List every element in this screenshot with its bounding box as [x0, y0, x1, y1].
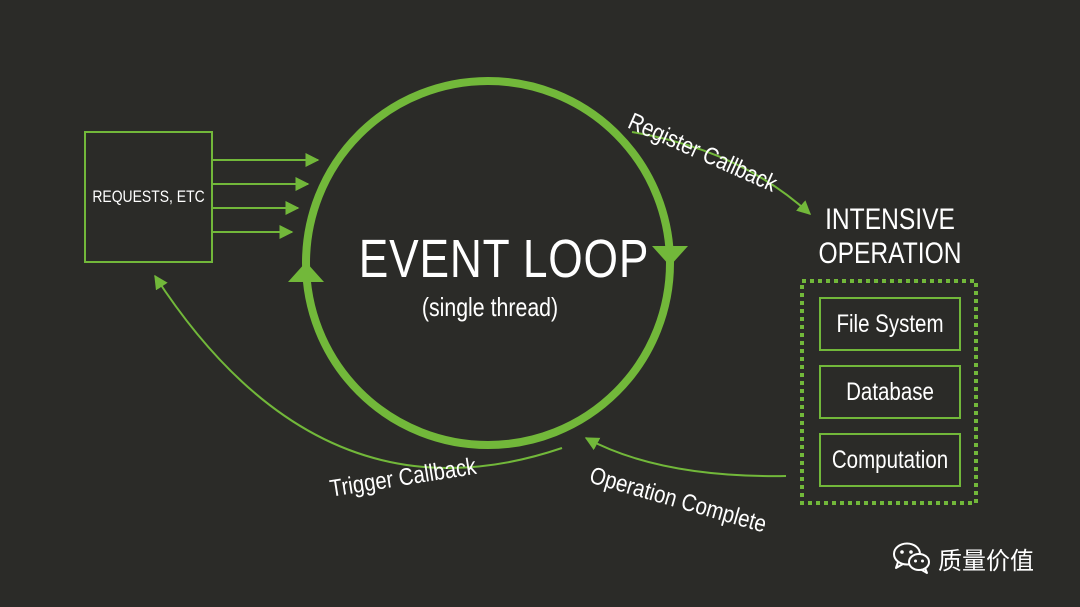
- database-box: [819, 365, 961, 419]
- register-callback-arrow: [631, 131, 812, 215]
- computation-label: Computation: [831, 445, 949, 474]
- database-label: Database: [846, 377, 934, 406]
- watermark-text: 质量价值: [938, 546, 1034, 575]
- loop-arrowhead-left: [288, 262, 324, 282]
- loop-arrowhead-right: [652, 246, 688, 266]
- intensive-operation-container: [800, 279, 978, 505]
- requests-label: REQUESTS, ETC: [92, 187, 205, 206]
- file-system-box: [819, 297, 961, 351]
- event-loop-title: EVENT LOOP: [358, 229, 650, 289]
- event-loop-subtitle: (single thread): [421, 292, 559, 322]
- trigger-callback-arrow: [154, 274, 563, 469]
- intensive-operation-title-line1: INTENSIVE: [825, 203, 955, 236]
- computation-box: [819, 433, 961, 487]
- watermark: 质量价值: [892, 538, 1034, 578]
- requests-box: [84, 131, 213, 263]
- operation-complete-arrow: [584, 437, 787, 478]
- wechat-icon: [893, 542, 930, 574]
- file-system-label: File System: [836, 309, 944, 338]
- intensive-operation-title-line2: OPERATION: [818, 237, 962, 270]
